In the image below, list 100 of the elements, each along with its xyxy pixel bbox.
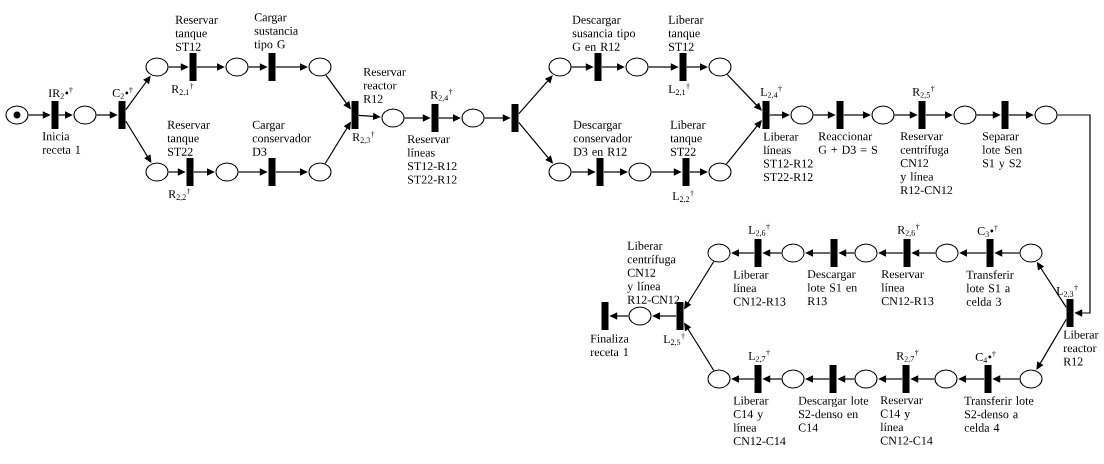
place-circle bbox=[790, 105, 814, 125]
place-circle bbox=[934, 369, 958, 389]
arrow bbox=[959, 249, 987, 257]
transition-label: Liberar tanque ST12 bbox=[668, 15, 704, 51]
arrow bbox=[725, 120, 762, 165]
arrow bbox=[925, 111, 953, 119]
place-circle bbox=[73, 105, 97, 125]
place-circle bbox=[781, 243, 805, 263]
transition-label: Reservar línea CN12-R13 bbox=[881, 270, 934, 306]
place-circle bbox=[308, 162, 332, 182]
arrow bbox=[731, 249, 755, 257]
arrow bbox=[686, 63, 708, 71]
transition-label: Transferir lote S2-denso a celda 4 bbox=[964, 396, 1034, 432]
transition-label: C$_{3}$•$^{†}$ bbox=[977, 225, 998, 237]
place-circle bbox=[548, 162, 572, 182]
arrow bbox=[193, 168, 215, 176]
transition-label: R$_{2,4}$† bbox=[430, 88, 453, 102]
transition-label: Reservar líneas ST12-R12 ST22-R12 bbox=[407, 135, 457, 184]
transition-label: R$_{2,1}$† bbox=[171, 83, 194, 97]
place-circle bbox=[854, 243, 878, 263]
place-circle bbox=[781, 369, 805, 389]
arrow bbox=[689, 168, 708, 176]
transition-label: L$_{2,7}$† bbox=[748, 349, 770, 363]
transition-label: Transferir lote S1 a celda 3 bbox=[966, 270, 1014, 306]
transition-label: Descargar lote S2-denso en C14 bbox=[798, 396, 869, 432]
transition-label: Liberar línea CN12-R13 bbox=[733, 270, 786, 306]
place-circle bbox=[1019, 243, 1043, 263]
transition-label: Cargar conservador D3 bbox=[252, 120, 311, 156]
place-circle bbox=[707, 369, 731, 389]
transition-label: R$_{2,5}$† bbox=[912, 85, 935, 99]
transition-label: R$_{2,2}$† bbox=[168, 188, 191, 202]
place-circle bbox=[628, 306, 652, 326]
transition-label: Liberar reactor R12 bbox=[1063, 330, 1099, 366]
transition-label: Reservar centrífuga CN12 y línea R12-CN12 bbox=[900, 132, 953, 195]
transition-label: Reservar tanque ST12 bbox=[175, 15, 218, 51]
place-circle bbox=[215, 162, 239, 182]
marked-place bbox=[5, 105, 29, 125]
transition-label: C$_{4}$•$^{†}$ bbox=[975, 351, 996, 363]
place-circle bbox=[628, 162, 652, 182]
arrow bbox=[958, 375, 985, 383]
transition-label: Descargar conservador D3 en R12 bbox=[573, 120, 632, 156]
arrow bbox=[1056, 114, 1091, 317]
transition-label: Liberar C14 y línea CN12-C14 bbox=[733, 396, 786, 446]
arrow bbox=[805, 249, 831, 257]
arrow bbox=[805, 375, 830, 383]
arrow bbox=[275, 168, 308, 176]
arrow bbox=[726, 73, 762, 111]
place-circle bbox=[225, 57, 249, 77]
transition-label: L$_{2,3}$† bbox=[1056, 284, 1078, 298]
arrow bbox=[878, 249, 904, 257]
transition-label: Descargar lote S1 en R13 bbox=[807, 270, 857, 306]
transition-label: Reservar reactor R12 bbox=[363, 67, 406, 103]
place-circle bbox=[935, 243, 959, 263]
arrow bbox=[438, 114, 461, 122]
transition-label: L$_{2,2}$† bbox=[672, 190, 694, 204]
transition-label: Cargar sustancia tipo G bbox=[254, 13, 299, 51]
place-circle bbox=[871, 105, 895, 125]
transition-label: Descargar susancia tipo G en R12 bbox=[572, 15, 636, 51]
arrow bbox=[652, 312, 677, 320]
place-circle bbox=[145, 57, 169, 77]
transition-label: R$_{2,3}$† bbox=[352, 131, 375, 145]
transition-label: L$_{2,6}$† bbox=[748, 223, 770, 237]
transition-label: Inicia receta 1 bbox=[42, 132, 81, 154]
transition-label: IR$_{2}$•$^{†}$ bbox=[48, 87, 73, 99]
transition-label: Reservar C14 y línea CN12-C14 bbox=[880, 396, 933, 445]
arrow bbox=[731, 375, 755, 383]
transition-label: Liberar centrífuga CN12 y línea R12-CN12 bbox=[627, 241, 680, 304]
place-circle bbox=[707, 243, 731, 263]
arrow bbox=[843, 111, 871, 119]
transition-label: L$_{2,1}$† bbox=[668, 83, 690, 97]
transition-label: L$_{2,4}$† bbox=[760, 85, 782, 99]
place-circle bbox=[308, 57, 332, 77]
arrow bbox=[603, 168, 628, 176]
arrow bbox=[196, 63, 225, 71]
transition-label: Finaliza receta 1 bbox=[590, 334, 629, 357]
transition-label: Liberar líneas ST12-R12 ST22-R12 bbox=[763, 132, 813, 182]
arrow bbox=[275, 63, 308, 71]
arrow bbox=[58, 111, 73, 119]
place-circle bbox=[1034, 105, 1058, 125]
arrow bbox=[601, 63, 625, 71]
transition-label: R$_{2,7}$† bbox=[896, 349, 919, 363]
place-circle bbox=[145, 162, 169, 182]
place-circle bbox=[953, 105, 977, 125]
place-circle bbox=[1019, 369, 1043, 389]
transition-label: Reservar tanque ST22 bbox=[167, 120, 210, 156]
transition-label: Separar lote Sen S1 y S2 bbox=[982, 132, 1022, 170]
arrow bbox=[1036, 318, 1067, 370]
transition-label: L$_{2,5}$† bbox=[663, 333, 685, 347]
arrow bbox=[878, 375, 903, 383]
place-circle bbox=[461, 108, 485, 128]
arrow bbox=[769, 111, 790, 119]
place-circle bbox=[708, 162, 732, 182]
place-circle bbox=[381, 108, 405, 128]
place-circle bbox=[625, 57, 649, 77]
transition-label: C$_{2}$•$^{†}$ bbox=[112, 87, 133, 99]
arrow bbox=[518, 75, 553, 115]
transition-label: Liberar tanque ST22 bbox=[670, 120, 706, 156]
place-circle bbox=[708, 57, 732, 77]
arrow bbox=[1008, 111, 1034, 119]
place-circle bbox=[854, 369, 878, 389]
